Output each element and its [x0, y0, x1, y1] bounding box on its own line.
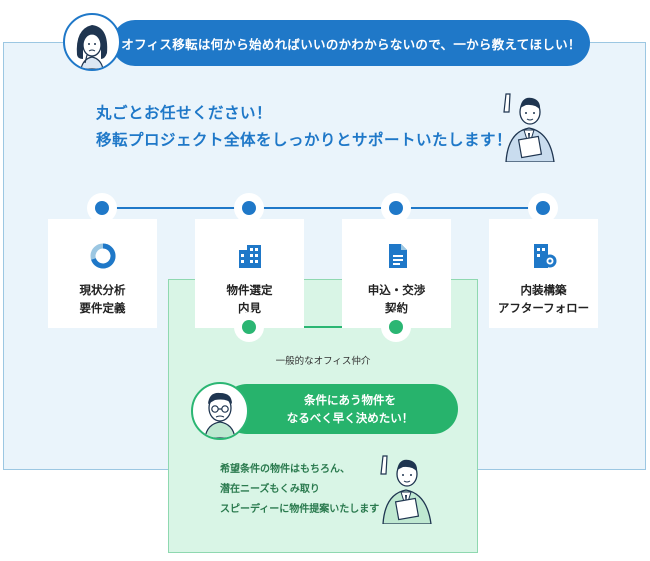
support-headline: 丸ごとお任せください！ 移転プロジェクト全体をしっかりとサポートいたします！ — [96, 100, 512, 154]
step-3-dot — [381, 193, 411, 223]
headline-line-2: 移転プロジェクト全体をしっかりとサポートいたします！ — [96, 131, 513, 149]
general-description: 希望条件の物件はもちろん、 潜在ニーズもくみ取り スピーディーに物件提案いたしま… — [220, 460, 379, 520]
desc-line-3: スピーディーに物件提案いたします — [220, 504, 380, 515]
green-step-start-dot — [234, 312, 264, 342]
donut-chart-icon — [48, 242, 157, 270]
general-brokerage-label: 一般的なオフィス仲介 — [275, 356, 371, 367]
step-3-line-2: 契約 — [385, 301, 408, 315]
office-gear-icon — [489, 242, 598, 270]
confused-woman-avatar — [63, 13, 121, 71]
step-4-dot — [528, 193, 558, 223]
step-4-line-1: 内装構築 — [520, 283, 567, 297]
step-1-line-1: 現状分析 — [79, 283, 126, 297]
document-icon — [342, 242, 451, 270]
step-card-property-selection: 物件選定 内見 — [195, 219, 304, 328]
question-banner-text: オフィス移転は何から始めればいいのかわからないので、一から教えてほしい！ — [121, 36, 581, 52]
step-card-interior: 内装構築 アフターフォロー — [489, 219, 598, 328]
headline-line-1: 丸ごとお任せください！ — [96, 104, 273, 122]
step-card-analysis: 現状分析 要件定義 — [48, 219, 157, 328]
question-banner: オフィス移転は何から始めればいいのかわからないので、一から教えてほしい！ — [112, 20, 590, 66]
wish-line-1: 条件にあう物件を — [304, 393, 396, 407]
worried-man-avatar — [191, 382, 249, 440]
general-wish-bubble: 条件にあう物件を なるべく早く決めたい！ — [222, 384, 458, 434]
step-card-application: 申込・交渉 契約 — [342, 219, 451, 328]
step-1-line-2: 要件定義 — [79, 301, 126, 315]
step-4-line-2: アフターフォロー — [497, 301, 590, 315]
consultant-illustration — [496, 88, 562, 163]
step-1-dot — [87, 193, 117, 223]
building-icon — [195, 242, 304, 270]
step-2-line-2: 内見 — [238, 301, 261, 315]
green-step-end-dot — [381, 312, 411, 342]
wish-line-2: なるべく早く決めたい！ — [286, 411, 414, 425]
step-2-dot — [234, 193, 264, 223]
broker-illustration — [373, 450, 439, 525]
step-3-line-1: 申込・交渉 — [367, 283, 426, 297]
desc-line-1: 希望条件の物件はもちろん、 — [220, 464, 350, 475]
desc-line-2: 潜在ニーズもくみ取り — [220, 484, 320, 495]
step-2-line-1: 物件選定 — [226, 283, 273, 297]
